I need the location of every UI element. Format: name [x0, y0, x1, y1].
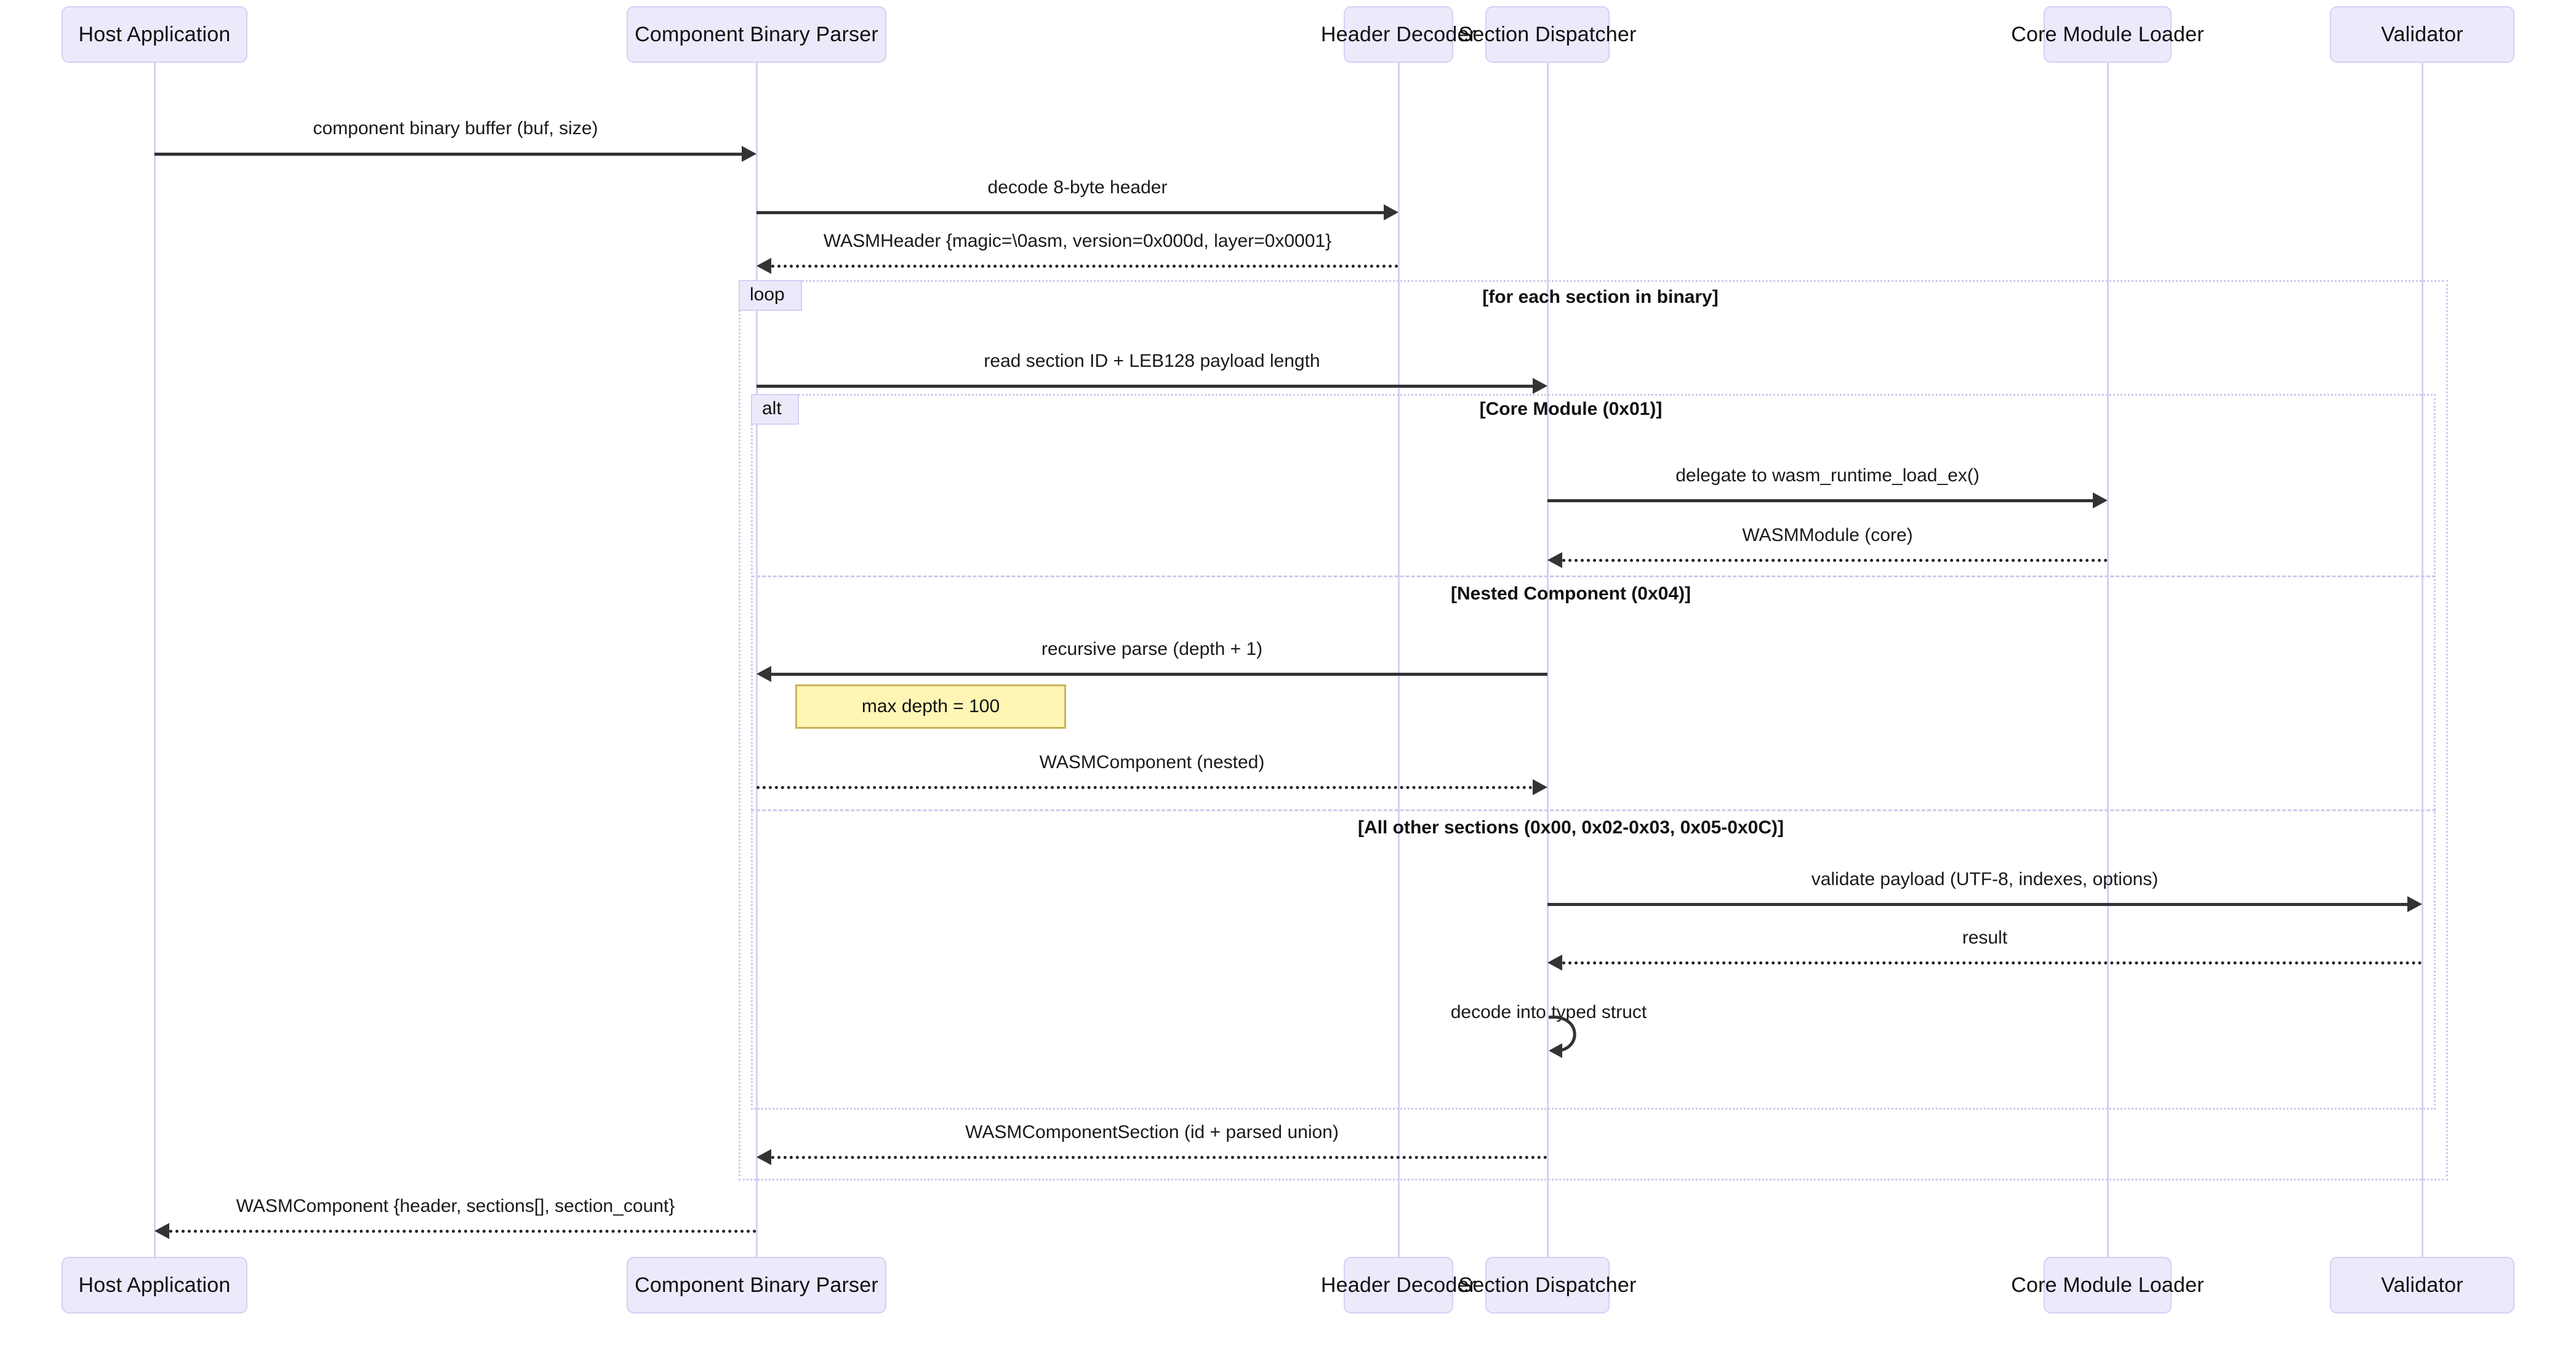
message-label-m12: WASMComponent {header, sections[], secti… [236, 1196, 675, 1216]
participant-bottom-validator[interactable]: Validator [2330, 1257, 2514, 1313]
participant-label: Validator [2381, 1273, 2463, 1297]
message-label-m9: validate payload (UTF-8, indexes, option… [1811, 869, 2159, 889]
fragment-label-alt1: alt [751, 394, 799, 425]
message-arrowhead-m10 [1547, 955, 1562, 971]
message-label-m2: decode 8-byte header [987, 177, 1168, 198]
message-line-m7 [771, 673, 1547, 676]
message-arrowhead-m8 [1533, 779, 1547, 795]
message-arrowhead-m9 [2407, 896, 2422, 912]
participant-bottom-dispatcher[interactable]: Section Dispatcher [1459, 1257, 1636, 1313]
message-label-m8: WASMComponent (nested) [1039, 752, 1265, 772]
message-line-m9 [1547, 903, 2407, 906]
message-label-m4: read section ID + LEB128 payload length [984, 351, 1320, 371]
self-message-loop-s1 [1547, 1012, 1597, 1067]
lifeline-loader [2107, 63, 2109, 1257]
message-line-m1 [154, 153, 742, 156]
message-arrowhead-m4 [1533, 378, 1547, 394]
message-arrowhead-m5 [2093, 492, 2108, 508]
message-line-m12 [169, 1230, 756, 1233]
fragment-alt-alt1 [751, 394, 2436, 1110]
message-arrowhead-m11 [756, 1149, 771, 1165]
note-n1: max depth = 100 [795, 684, 1066, 729]
message-line-m11 [771, 1156, 1547, 1159]
participant-label: Component Binary Parser [635, 1273, 878, 1297]
message-line-m5 [1547, 499, 2093, 502]
message-line-m2 [756, 211, 1384, 214]
participant-label: Section Dispatcher [1458, 22, 1637, 46]
participant-bottom-host[interactable]: Host Application [62, 1257, 247, 1313]
fragment-branch-condition-alt1-0: [Nested Component (0x04)] [1450, 583, 1691, 604]
participant-top-header[interactable]: Header Decoder [1321, 6, 1476, 63]
message-line-m3 [771, 265, 1398, 268]
lifeline-validator [2422, 63, 2423, 1257]
participant-bottom-loader[interactable]: Core Module Loader [2011, 1257, 2204, 1313]
message-label-m10: result [1962, 928, 2008, 948]
self-message-label-s1: decode into typed struct [1450, 1002, 1647, 1022]
participant-top-validator[interactable]: Validator [2330, 6, 2514, 63]
fragment-condition-loop1: [for each section in binary] [1482, 287, 1719, 307]
message-label-m6: WASMModule (core) [1742, 525, 1913, 545]
participant-bottom-parser[interactable]: Component Binary Parser [627, 1257, 886, 1313]
message-arrowhead-m7 [756, 666, 771, 682]
fragment-label-loop1: loop [739, 280, 802, 311]
participant-label: Section Dispatcher [1458, 1273, 1637, 1297]
message-line-m6 [1562, 559, 2108, 562]
message-arrowhead-m2 [1384, 204, 1398, 220]
message-label-m3: WASMHeader {magic=\0asm, version=0x000d,… [823, 231, 1332, 251]
participant-bottom-header[interactable]: Header Decoder [1321, 1257, 1476, 1313]
message-line-m10 [1562, 961, 2422, 964]
message-label-m7: recursive parse (depth + 1) [1041, 639, 1263, 659]
fragment-divider-alt1-0 [751, 575, 2436, 577]
participant-label: Validator [2381, 22, 2463, 46]
participant-top-parser[interactable]: Component Binary Parser [627, 6, 886, 63]
fragment-condition-alt1: [Core Module (0x01)] [1479, 399, 1663, 419]
fragment-divider-alt1-1 [751, 809, 2436, 811]
message-label-m5: delegate to wasm_runtime_load_ex() [1675, 465, 1980, 486]
message-arrowhead-m6 [1547, 552, 1562, 568]
participant-top-dispatcher[interactable]: Section Dispatcher [1459, 6, 1636, 63]
message-line-m4 [756, 385, 1533, 388]
participant-label: Host Application [78, 1273, 231, 1297]
participant-label: Header Decoder [1320, 1273, 1477, 1297]
lifeline-parser [756, 63, 758, 1257]
participant-label: Core Module Loader [2011, 22, 2204, 46]
message-arrowhead-m3 [756, 258, 771, 274]
fragment-branch-condition-alt1-1: [All other sections (0x00, 0x02-0x03, 0x… [1357, 817, 1784, 838]
fragment-loop-loop1 [739, 280, 2448, 1181]
participant-label: Core Module Loader [2011, 1273, 2204, 1297]
message-arrowhead-m12 [154, 1223, 169, 1239]
lifeline-header [1398, 63, 1400, 1257]
message-label-m1: component binary buffer (buf, size) [313, 118, 598, 138]
message-label-m11: WASMComponentSection (id + parsed union) [965, 1122, 1339, 1142]
participant-label: Header Decoder [1320, 22, 1477, 46]
participant-label: Host Application [78, 22, 231, 46]
participant-top-loader[interactable]: Core Module Loader [2011, 6, 2204, 63]
participant-top-host[interactable]: Host Application [62, 6, 247, 63]
message-line-m8 [756, 786, 1533, 789]
message-arrowhead-m1 [742, 146, 756, 162]
lifeline-dispatcher [1547, 63, 1549, 1257]
participant-label: Component Binary Parser [635, 22, 878, 46]
lifeline-host [154, 63, 156, 1257]
